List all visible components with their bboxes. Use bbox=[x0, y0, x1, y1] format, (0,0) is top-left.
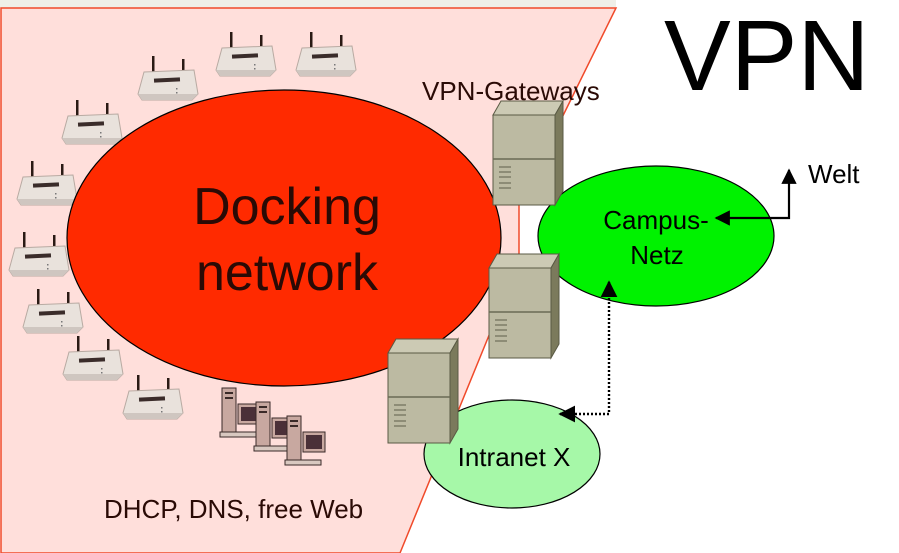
docking-label-line2: network bbox=[196, 244, 379, 302]
page-title: VPN bbox=[664, 0, 870, 112]
campus-intranet-link-arrow bbox=[558, 280, 618, 423]
vpn-gateway-server-icon bbox=[492, 100, 564, 206]
intranet-label: Intranet X bbox=[458, 442, 571, 472]
top-strip bbox=[0, 0, 616, 8]
vpn-gateway-server-icon bbox=[488, 253, 560, 359]
campus-label-line2: Netz bbox=[630, 240, 683, 270]
campus-network bbox=[537, 165, 775, 307]
welt-connection-arrow bbox=[714, 168, 797, 226]
vpn-gateway-server-icon bbox=[387, 338, 459, 444]
services-label: DHCP, DNS, free Web bbox=[104, 494, 363, 524]
docking-label-line1: Docking bbox=[193, 178, 381, 236]
campus-label-line1: Campus- bbox=[603, 205, 708, 235]
intranet-network bbox=[423, 399, 601, 509]
docking-network bbox=[66, 89, 502, 387]
welt-label: Welt bbox=[808, 159, 860, 189]
